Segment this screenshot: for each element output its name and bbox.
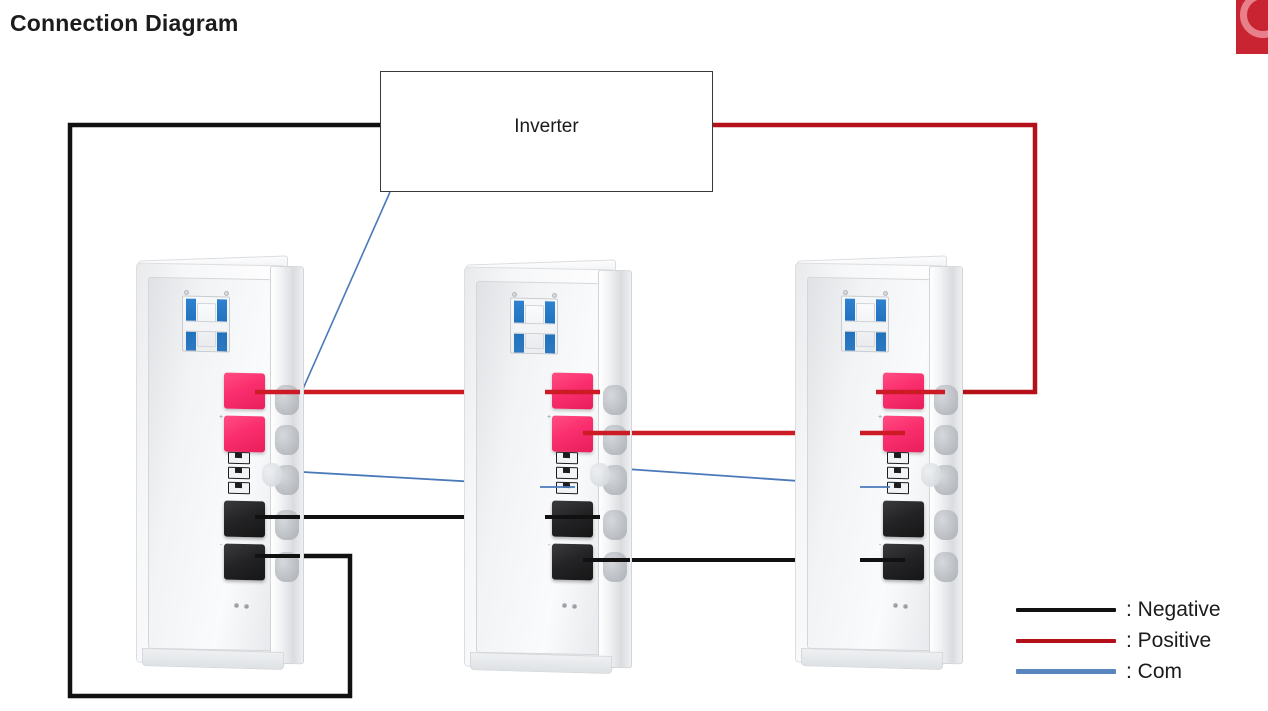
comm-port[interactable] bbox=[556, 451, 578, 465]
legend-com: : Com bbox=[1016, 656, 1256, 687]
cable-grommet bbox=[603, 424, 627, 456]
breaker-bar bbox=[186, 320, 227, 333]
comm-port[interactable] bbox=[228, 481, 250, 495]
battery-unit-2[interactable]: + - bbox=[456, 259, 638, 674]
negative-terminal-upper[interactable] bbox=[883, 500, 924, 538]
negative-terminal-mark: - bbox=[547, 542, 551, 549]
positive-terminal-mark: + bbox=[877, 414, 883, 421]
positive-terminal-upper[interactable] bbox=[883, 372, 924, 410]
cable-grommet bbox=[934, 509, 958, 541]
legend-swatch-negative bbox=[1016, 607, 1116, 612]
screw-icon bbox=[184, 290, 189, 295]
screw-icon bbox=[512, 292, 517, 297]
brand-ring-icon bbox=[1240, 0, 1268, 38]
legend-swatch-positive bbox=[1016, 638, 1116, 643]
cable-grommet bbox=[934, 551, 958, 583]
negative-terminal-lower[interactable] bbox=[552, 543, 593, 581]
cable-grommet bbox=[603, 384, 627, 416]
screw-icon bbox=[883, 291, 888, 296]
cable-grommet bbox=[275, 424, 299, 456]
comm-port[interactable] bbox=[887, 466, 909, 480]
cabinet-side-rail bbox=[262, 265, 304, 665]
comm-port[interactable] bbox=[887, 451, 909, 465]
cable-grommet bbox=[934, 424, 958, 456]
legend-negative: : Negative bbox=[1016, 594, 1256, 625]
legend-label-positive: : Positive bbox=[1126, 628, 1212, 652]
cable-grommet bbox=[275, 384, 299, 416]
screw-icon bbox=[244, 604, 249, 609]
breaker-bar bbox=[845, 320, 886, 333]
page-title: Connection Diagram bbox=[10, 10, 239, 36]
cabinet-side-rail bbox=[590, 269, 632, 669]
screw-icon bbox=[234, 603, 239, 608]
comm-port[interactable] bbox=[228, 466, 250, 480]
comm-grommet bbox=[921, 462, 941, 487]
screw-icon bbox=[572, 604, 577, 609]
legend-label-negative: : Negative bbox=[1126, 597, 1221, 621]
comm-grommet bbox=[262, 462, 282, 487]
positive-terminal-lower[interactable] bbox=[224, 415, 265, 453]
circuit-breaker[interactable] bbox=[182, 295, 230, 353]
comm-port[interactable] bbox=[228, 451, 250, 465]
battery-unit-3[interactable]: + - bbox=[787, 255, 969, 670]
screw-icon bbox=[843, 290, 848, 295]
positive-terminal-lower[interactable] bbox=[883, 415, 924, 453]
positive-terminal-upper[interactable] bbox=[224, 372, 265, 410]
breaker-bar bbox=[514, 322, 555, 335]
cable-grommet bbox=[275, 551, 299, 583]
cabinet-foot bbox=[142, 648, 284, 670]
screw-icon bbox=[224, 291, 229, 296]
inverter-label: Inverter bbox=[514, 116, 579, 137]
comm-port[interactable] bbox=[887, 481, 909, 495]
comm-port[interactable] bbox=[556, 466, 578, 480]
circuit-breaker[interactable] bbox=[841, 295, 889, 353]
legend-label-com: : Com bbox=[1126, 659, 1183, 683]
cabinet-foot bbox=[470, 652, 612, 674]
comm-port-stack[interactable] bbox=[556, 451, 578, 495]
screw-icon bbox=[893, 603, 898, 608]
negative-terminal-upper[interactable] bbox=[224, 500, 265, 538]
comm-port-stack[interactable] bbox=[228, 451, 250, 495]
comm-grommet bbox=[590, 462, 610, 487]
legend: : Negative : Positive : Com bbox=[1016, 594, 1256, 687]
cable-grommet bbox=[275, 509, 299, 541]
negative-terminal-upper[interactable] bbox=[552, 500, 593, 538]
legend-positive: : Positive bbox=[1016, 625, 1256, 656]
positive-terminal-mark: + bbox=[546, 414, 552, 421]
negative-terminal-lower[interactable] bbox=[883, 543, 924, 581]
comm-port[interactable] bbox=[556, 481, 578, 495]
screw-icon bbox=[903, 604, 908, 609]
battery-unit-1[interactable]: + - bbox=[128, 255, 310, 670]
positive-terminal-lower[interactable] bbox=[552, 415, 593, 453]
inverter-block[interactable]: Inverter bbox=[380, 71, 713, 192]
screw-icon bbox=[562, 603, 567, 608]
positive-terminal-mark: + bbox=[218, 414, 224, 421]
negative-terminal-mark: - bbox=[878, 542, 882, 549]
cabinet-foot bbox=[801, 648, 943, 670]
legend-swatch-com bbox=[1016, 669, 1116, 674]
circuit-breaker[interactable] bbox=[510, 297, 558, 355]
brand-logo-icon bbox=[1236, 0, 1268, 54]
negative-terminal-lower[interactable] bbox=[224, 543, 265, 581]
screw-icon bbox=[552, 293, 557, 298]
positive-terminal-upper[interactable] bbox=[552, 372, 593, 410]
cable-grommet bbox=[603, 509, 627, 541]
negative-terminal-mark: - bbox=[219, 542, 223, 549]
comm-port-stack[interactable] bbox=[887, 451, 909, 495]
cabinet-side-rail bbox=[921, 265, 963, 665]
cable-grommet bbox=[934, 384, 958, 416]
cable-grommet bbox=[603, 551, 627, 583]
